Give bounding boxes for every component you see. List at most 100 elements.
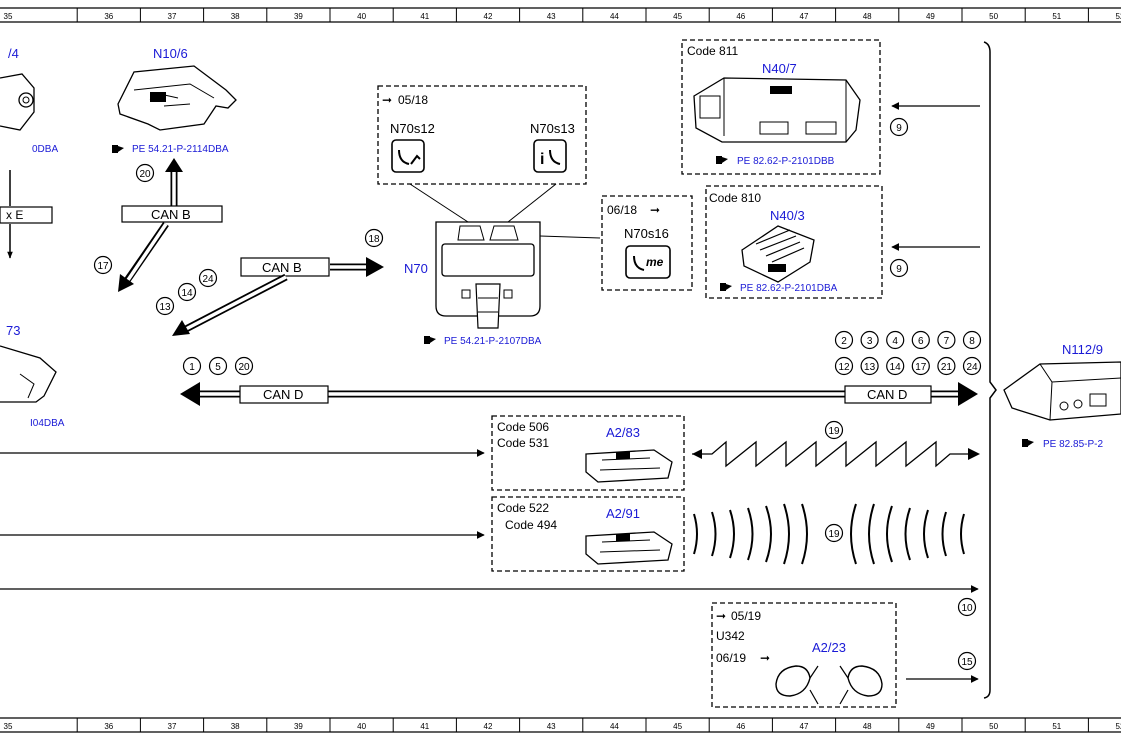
n70-switch-date-arrow: ➞ (382, 93, 392, 107)
marker-text: 9 (896, 264, 902, 275)
ruler-label: 44 (610, 722, 619, 731)
n70-switch-date: 05/18 (398, 93, 428, 107)
marker-3: 3 (860, 330, 879, 350)
marker-19-b: 19 (824, 523, 844, 543)
ruler-label: 49 (926, 722, 935, 731)
marker-circle (911, 356, 930, 376)
marker-20-top: 20 (135, 163, 155, 183)
a2-91-wireless-waves (693, 503, 965, 565)
ruler-label: 43 (547, 722, 556, 731)
marker-24-left: 24 (198, 268, 218, 288)
marker-15: 15 (957, 651, 977, 671)
a2-91-box: Code 522 Code 494 A2/91 (491, 496, 685, 572)
top-ruler: 353637383940414243444546474849505152 (0, 7, 1121, 23)
can-b-block-1: CAN B (118, 158, 223, 292)
n70-ref: PE 54.21-P-2107DBA (444, 336, 542, 347)
n10-6-id: N10/6 (153, 46, 188, 61)
ruler-label: 38 (231, 12, 240, 21)
ruler-label: 50 (989, 12, 998, 21)
ruler-label: 39 (294, 12, 303, 21)
marker-9-b: 9 (889, 258, 909, 278)
n70s12-label: N70s12 (390, 121, 435, 136)
marker-circle (834, 356, 854, 376)
n70s13-label: N70s13 (530, 121, 575, 136)
mirror-left-icon (775, 665, 819, 705)
marker-20-mid: 20 (234, 356, 254, 376)
marker-17: 17 (93, 255, 113, 275)
marker-text: 13 (864, 362, 876, 373)
n40-3-id: N40/3 (770, 208, 805, 223)
svg-text:i: i (540, 151, 544, 168)
marker-text: 13 (159, 302, 171, 313)
ruler-label: 42 (484, 722, 493, 731)
ruler-label: 52 (1116, 12, 1121, 21)
ruler-label: 37 (168, 12, 177, 21)
can-b-label-1: CAN B (151, 207, 191, 222)
ruler-label: 39 (294, 722, 303, 731)
n70-id: N70 (404, 261, 428, 276)
ruler-label: 48 (863, 722, 872, 731)
marker-text: 20 (238, 362, 250, 373)
marker-9-a: 9 (889, 117, 909, 137)
marker-text: 1 (189, 362, 195, 373)
a2-23-id: A2/23 (812, 640, 846, 655)
marker-14: 14 (886, 356, 905, 376)
left-top-module: /4 0DBA (0, 46, 58, 155)
marker-text: 12 (838, 362, 850, 373)
marker-7: 7 (937, 330, 956, 350)
marker-text: 8 (969, 336, 975, 347)
marker-21: 21 (937, 356, 956, 376)
mirror-right-icon (839, 665, 883, 705)
phone-wrench-icon (391, 139, 425, 173)
a2-91-id: A2/91 (606, 506, 640, 521)
a2-83-id: A2/83 (606, 425, 640, 440)
n70s16-box: 06/18 ➞ N70s16 me (601, 195, 693, 291)
marker-12: 12 (834, 356, 854, 376)
marker-circle (860, 330, 879, 350)
marker-text: 10 (961, 603, 973, 614)
marker-circle (937, 330, 956, 350)
svg-text:me: me (646, 255, 664, 269)
left-mid-id: 73 (6, 323, 20, 338)
marker-text: 17 (97, 261, 109, 272)
ruler-label: 41 (420, 722, 429, 731)
ruler-label: 50 (989, 722, 998, 731)
n40-3-ref: PE 82.62-P-2101DBA (740, 283, 838, 294)
marker-4: 4 (886, 330, 905, 350)
n112-9-id: N112/9 (1062, 342, 1103, 357)
ruler-label: 41 (420, 12, 429, 21)
a2-83-code1: Code 506 (497, 420, 549, 434)
phone-me-icon: me (625, 245, 671, 279)
n10-6-reference-icon (112, 145, 124, 153)
bottom-ruler: 353637383940414243444546474849505152 (0, 717, 1121, 733)
marker-text: 24 (966, 362, 978, 373)
ruler-label: 45 (673, 12, 682, 21)
n40-7-reference-icon (716, 156, 728, 164)
ruler-label: 46 (736, 12, 745, 21)
marker-24: 24 (962, 356, 982, 376)
left-top-id: /4 (8, 46, 19, 61)
n70-module: N70 PE 54.21-P-2107DBA (404, 221, 601, 347)
marker-text: 17 (915, 362, 927, 373)
marker-text: 21 (941, 362, 953, 373)
can-d-label-left: CAN D (263, 387, 303, 402)
n40-7-id: N40/7 (762, 61, 797, 76)
marker-circle (886, 330, 905, 350)
marker-14: 14 (177, 282, 197, 302)
n70-switch-group: ➞ 05/18 N70s12 N70s13 i (377, 85, 587, 223)
ruler-label: 47 (800, 722, 809, 731)
a2-91-code2: Code 494 (505, 518, 557, 532)
ruler-label: 51 (1052, 722, 1061, 731)
n40-3-reference-icon (720, 283, 732, 291)
marker-6: 6 (911, 330, 930, 350)
marker-circle (834, 330, 854, 350)
a2-23-date2-arrow: ➞ (760, 651, 770, 665)
marker-text: 18 (368, 234, 380, 245)
ruler-label: 36 (104, 722, 113, 731)
marker-circle (886, 356, 905, 376)
marker-18: 18 (364, 228, 384, 248)
marker-circle (962, 356, 982, 376)
ruler-label: 51 (1052, 12, 1061, 21)
marker-1: 1 (182, 356, 202, 376)
